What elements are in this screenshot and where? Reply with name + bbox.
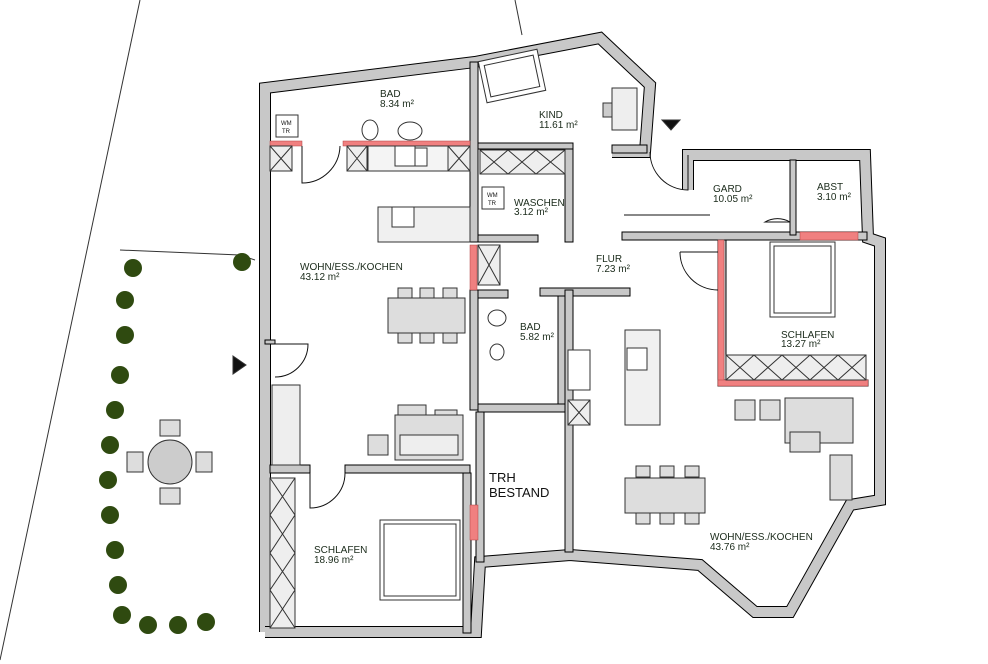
appliance-label: WM <box>281 121 292 127</box>
furniture <box>126 48 854 601</box>
room-area: 43.76 m² <box>710 542 750 553</box>
room-name: WOHN/ESS./KOCHEN <box>710 532 813 543</box>
room-area: 11.61 m² <box>539 120 578 131</box>
room-area: 3.10 m² <box>817 192 852 203</box>
cabinets <box>269 145 867 629</box>
room-area: 3.12 m² <box>514 207 549 218</box>
room-name: KIND <box>539 110 563 121</box>
room-name: GARD <box>713 184 742 195</box>
room-name: FLUR <box>596 254 622 265</box>
property-line <box>0 0 141 661</box>
room-labels: BAD 8.34 m² KIND 11.61 m² WASCHEN 3.12 m… <box>281 89 852 566</box>
room-area: 10.05 m² <box>713 194 753 205</box>
room-area: 7.23 m² <box>596 264 631 275</box>
room-area: 18.96 m² <box>314 555 354 566</box>
highlighted-walls <box>269 140 869 541</box>
room-area: 43.12 m² <box>300 272 340 283</box>
appliance-label: WM <box>487 193 498 199</box>
room-name: BAD <box>520 322 541 333</box>
room-name: WASCHEN <box>514 198 565 209</box>
room-name: ABST <box>817 182 843 193</box>
stair-label: TRH <box>489 470 516 485</box>
stair-label: BESTAND <box>489 485 549 500</box>
room-name: BAD <box>380 89 401 100</box>
property-line <box>514 0 523 36</box>
plants <box>99 253 251 634</box>
room-area: 13.27 m² <box>781 339 821 350</box>
room-area: 5.82 m² <box>520 332 555 343</box>
room-name: SCHLAFEN <box>314 545 367 556</box>
appliance-label: TR <box>282 129 291 135</box>
room-name: WOHN/ESS./KOCHEN <box>300 262 403 273</box>
doors <box>274 145 791 509</box>
appliance-label: TR <box>488 201 497 207</box>
room-name: SCHLAFEN <box>781 330 834 341</box>
room-area: 8.34 m² <box>380 99 415 110</box>
